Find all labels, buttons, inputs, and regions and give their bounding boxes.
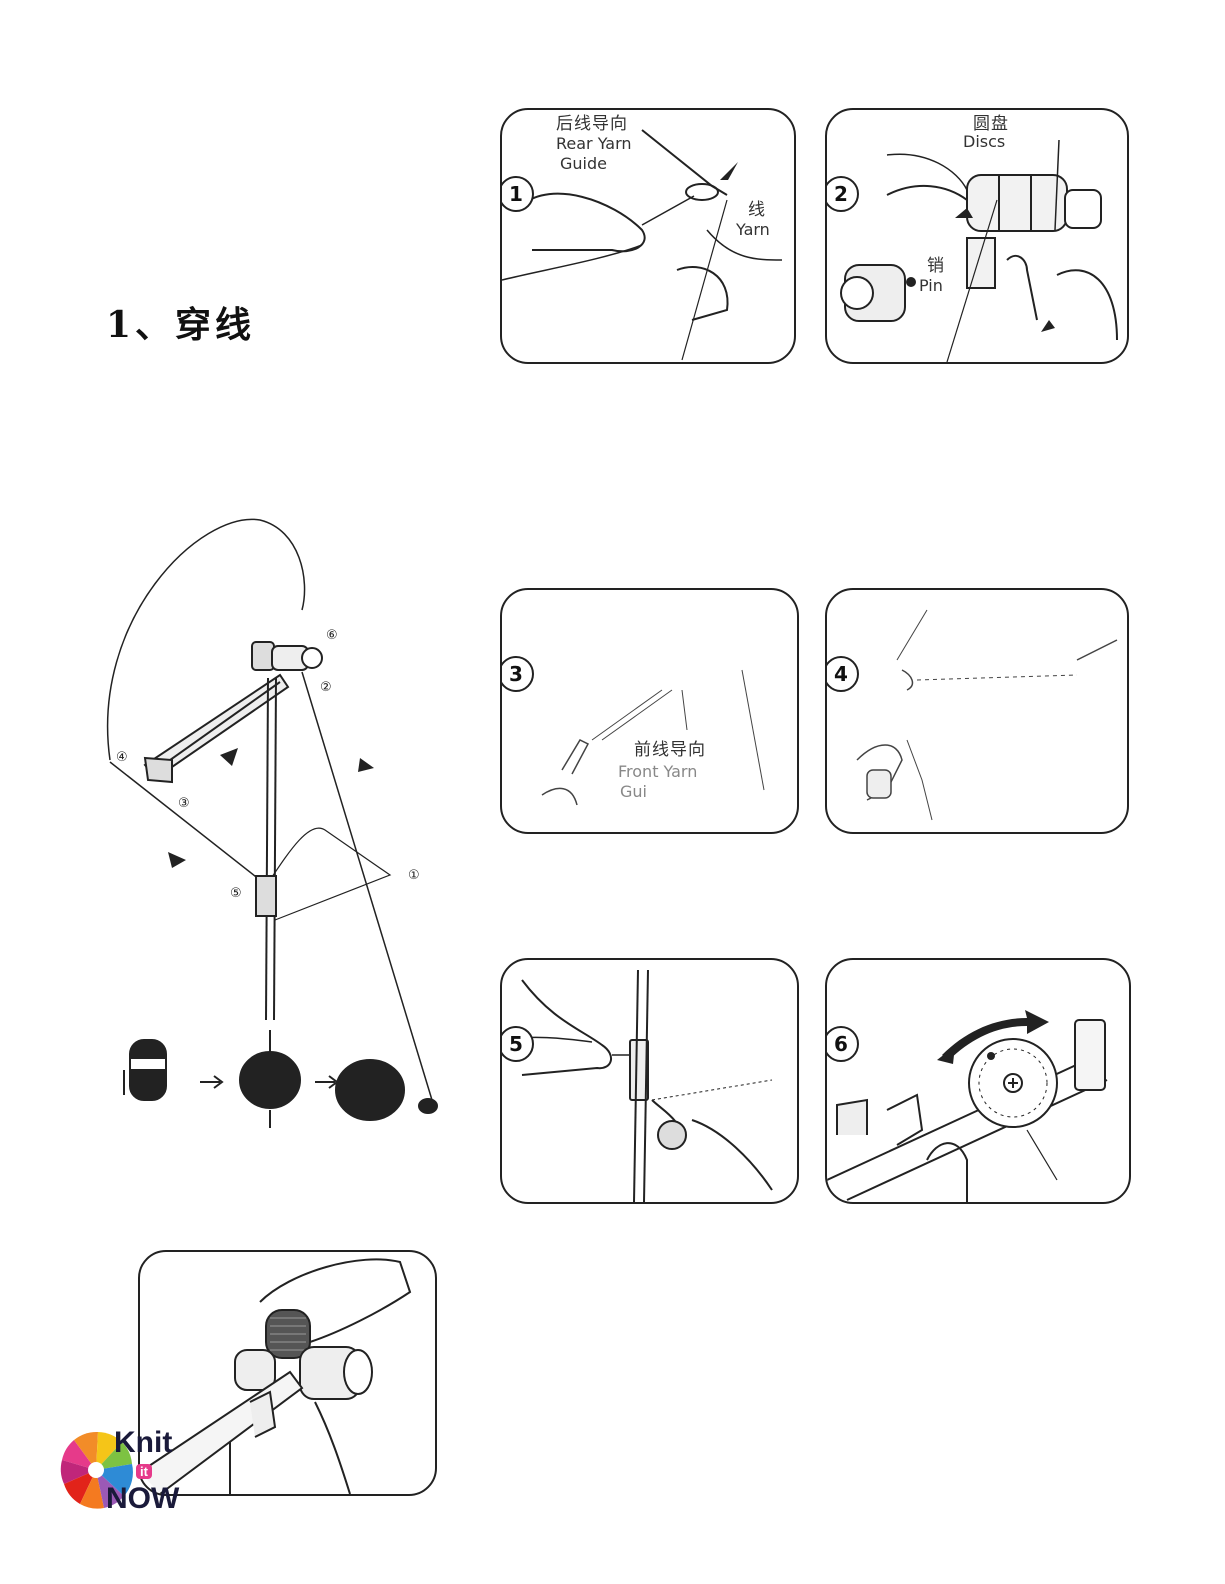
knit-it-now-logo: Knit it NOW bbox=[56, 1422, 206, 1532]
step-panel-2: 2 圆盘 Discs 销 Pin bbox=[825, 108, 1129, 364]
marker-1: ① bbox=[408, 868, 420, 883]
marker-2: ② bbox=[320, 680, 332, 695]
threading-diagram: ⑥ ② ④ ③ ⑤ ① bbox=[90, 500, 450, 1150]
step-panel-6: 6 bbox=[825, 958, 1131, 1204]
logo-word-knit: Knit bbox=[114, 1426, 172, 1460]
threading-diagram-art bbox=[90, 500, 450, 1150]
step-panel-1: 1 后线导向 Rear Yarn Guide 线 Yarn bbox=[500, 108, 796, 364]
guide-clamp-illustration bbox=[502, 960, 797, 1202]
front-yarn-guide-label-cn: 前线导向 bbox=[634, 742, 706, 760]
front-yarn-guide-label-en: Front Yarn bbox=[618, 764, 697, 781]
pin-label-en: Pin bbox=[919, 278, 943, 295]
section-title: 1、穿线 bbox=[106, 296, 255, 348]
marker-3: ③ bbox=[178, 796, 190, 811]
yarn-label-en: Yarn bbox=[736, 222, 770, 239]
marker-6: ⑥ bbox=[326, 628, 338, 643]
step-panel-4: 4 bbox=[825, 588, 1129, 834]
tension-dial-illustration bbox=[827, 960, 1129, 1202]
marker-5: ⑤ bbox=[230, 886, 242, 901]
rear-yarn-guide-label-cn: 后线导向 bbox=[556, 116, 628, 134]
front-yarn-guide-illustration bbox=[502, 590, 797, 832]
threading-arm-tip-illustration bbox=[827, 590, 1127, 832]
logo-word-now: NOW bbox=[106, 1482, 179, 1516]
marker-4: ④ bbox=[116, 750, 128, 765]
rear-yarn-guide-label-en-2: Guide bbox=[560, 156, 607, 173]
step-panel-3: 3 前线导向 Front Yarn Gui bbox=[500, 588, 799, 834]
logo-word-it: it bbox=[136, 1464, 152, 1479]
yarn-label-cn: 线 bbox=[748, 202, 766, 220]
discs-label-en: Discs bbox=[963, 134, 1005, 151]
step-panel-5: 5 bbox=[500, 958, 799, 1204]
pin-label-cn: 销 bbox=[927, 258, 945, 276]
front-yarn-guide-label-en-2: Gui bbox=[620, 784, 647, 801]
rear-yarn-guide-label-en: Rear Yarn bbox=[556, 136, 632, 153]
